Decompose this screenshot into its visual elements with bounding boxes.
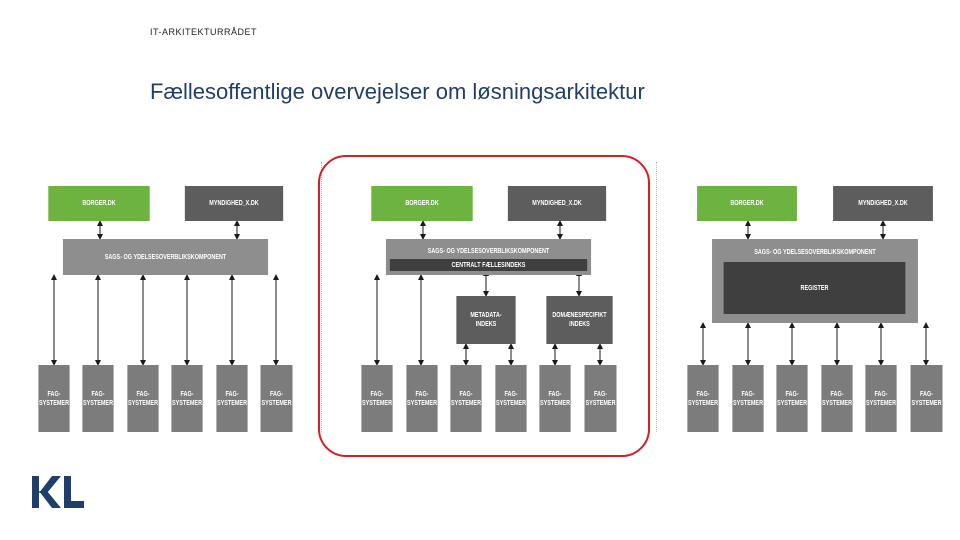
fag-system-box: FAG- SYSTEMER bbox=[361, 365, 393, 432]
sags-ydelsesoverblik-component: SAGS- OG YDELSESOVERBLIKSKOMPONENT bbox=[62, 239, 269, 275]
fag-system-box: FAG- SYSTEMER bbox=[776, 365, 808, 432]
slide-title: Fællesoffentlige overvejelser om løsning… bbox=[150, 79, 645, 104]
fag-system-box: FAG- SYSTEMER bbox=[495, 365, 527, 432]
domain-index-box: DOMÆNESPECIFIKT INDEKS bbox=[546, 296, 613, 344]
fag-system-box: FAG- SYSTEMER bbox=[82, 365, 114, 432]
borger-dk-box: BORGER.DK bbox=[48, 186, 150, 221]
fag-system-box: FAG- SYSTEMER bbox=[821, 365, 853, 432]
separator-line bbox=[321, 162, 322, 432]
fag-system-box: FAG- SYSTEMER bbox=[406, 365, 438, 432]
fag-system-box: FAG- SYSTEMER bbox=[584, 365, 617, 432]
section-kicker: IT-ARKITEKTURRÅDET bbox=[150, 27, 258, 37]
metadata-index-box: METADATA- INDEKS bbox=[456, 296, 516, 344]
fag-system-box: FAG- SYSTEMER bbox=[687, 365, 719, 432]
highlight-frame bbox=[318, 155, 650, 457]
register-box: REGISTER bbox=[723, 262, 906, 314]
fag-system-box: FAG- SYSTEMER bbox=[260, 365, 293, 432]
central-faellesindeks-bar: CENTRALT FÆLLESINDEKS bbox=[389, 259, 588, 271]
borger-dk-box: BORGER.DK bbox=[371, 186, 473, 221]
myndighed-box: MYNDIGHED_X.DK bbox=[184, 186, 284, 221]
fag-system-box: FAG- SYSTEMER bbox=[171, 365, 203, 432]
myndighed-box: MYNDIGHED_X.DK bbox=[833, 186, 933, 221]
fag-system-box: FAG- SYSTEMER bbox=[910, 365, 943, 432]
fag-system-box: FAG- SYSTEMER bbox=[732, 365, 764, 432]
borger-dk-box: BORGER.DK bbox=[697, 186, 797, 221]
fag-system-box: FAG- SYSTEMER bbox=[865, 365, 897, 432]
myndighed-box: MYNDIGHED_X.DK bbox=[507, 186, 607, 221]
fag-system-box: FAG- SYSTEMER bbox=[216, 365, 248, 432]
fag-system-box: FAG- SYSTEMER bbox=[38, 365, 70, 432]
fag-system-box: FAG- SYSTEMER bbox=[539, 365, 571, 432]
kl-logo: KL bbox=[32, 476, 84, 508]
fag-system-box: FAG- SYSTEMER bbox=[450, 365, 482, 432]
separator-line bbox=[656, 162, 657, 432]
fag-system-box: FAG- SYSTEMER bbox=[127, 365, 159, 432]
